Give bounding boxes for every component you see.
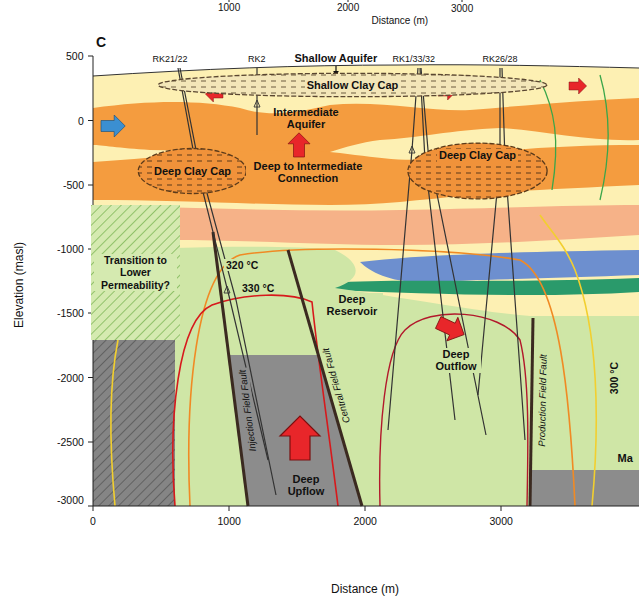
temperature-label: 320 °C	[224, 259, 260, 271]
axis-tick-label: -2000	[57, 372, 84, 384]
fault-label: Production Field Fault	[537, 352, 550, 449]
region-label: Transition to Lower Permeability?	[94, 254, 177, 290]
temperature-label: 330 °C	[240, 282, 276, 294]
region-label: Deep Clay Cap	[152, 165, 233, 178]
well-name: RK2	[248, 54, 266, 64]
axis-tick-label: 1000	[218, 2, 240, 14]
well-name: RK26/28	[483, 54, 518, 64]
aquifer-label: Shallow Aquifer	[295, 52, 378, 65]
axis-title: Elevation (masl)	[13, 242, 27, 328]
axis-tick-label: -1000	[57, 243, 84, 255]
flow-label: Deep Upflow	[281, 473, 331, 498]
panel-letter: C	[96, 34, 106, 50]
axis-title: Distance (m)	[372, 15, 429, 27]
clay-cap-region: Shallow Clay Cap	[150, 72, 555, 98]
region-label: Shallow Clay Cap	[305, 79, 401, 92]
axis-tick-label: 0	[78, 115, 84, 127]
reservoir-label: Deep Reservoir	[321, 293, 383, 318]
axis-tick-label: -1500	[57, 307, 84, 319]
aquifer-label: Intermediate Aquifer	[265, 106, 347, 131]
unit-label: Ma	[618, 452, 633, 465]
axis-tick-label: 0	[90, 515, 96, 527]
permeability-region: Transition to Lower Permeability?	[91, 205, 180, 340]
axis-tick-label: 3000	[451, 3, 473, 15]
axis-tick-label: 2000	[354, 515, 377, 527]
axis-tick-label: 2000	[337, 2, 359, 14]
temperature-label: 300 °C	[608, 360, 620, 396]
well-name: RK21/22	[153, 54, 188, 64]
axis-tick-label: 3000	[490, 515, 513, 527]
axis-title: Distance (m)	[331, 583, 399, 597]
axis-tick-label: -3000	[57, 494, 84, 506]
well-name: RK1/33/32	[393, 54, 436, 64]
axis-tick-label: -2500	[57, 436, 84, 448]
flow-label: Deep to Intermediate Connection	[246, 160, 371, 185]
clay-cap-region: Deep Clay Cap	[405, 140, 550, 202]
clay-cap-region: Deep Clay Cap	[136, 146, 249, 196]
flow-label: Deep Outflow	[431, 348, 481, 373]
axis-tick-label: 500	[66, 50, 84, 62]
axis-tick-label: -500	[63, 179, 84, 191]
region-label: Deep Clay Cap	[437, 149, 518, 162]
axis-tick-label: 1000	[218, 515, 241, 527]
